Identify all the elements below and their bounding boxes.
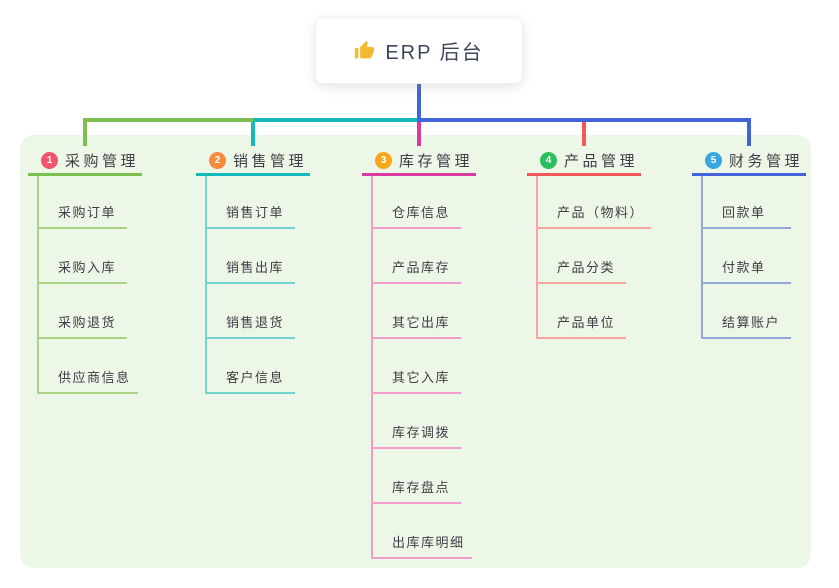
child-item-label: 产品分类 [557, 260, 616, 275]
connector-drop-3 [417, 118, 421, 146]
child-item-label: 客户信息 [226, 370, 285, 385]
child-item[interactable]: 产品库存 [373, 229, 461, 284]
child-item-label: 销售退货 [226, 315, 285, 330]
child-item-label: 其它出库 [392, 315, 451, 330]
branch-title-5[interactable]: 5 财务管理 [692, 147, 806, 176]
child-item-label: 库存调拨 [392, 425, 451, 440]
child-item-label: 产品库存 [392, 260, 451, 275]
child-item[interactable]: 销售退货 [207, 284, 295, 339]
child-item-label: 仓库信息 [392, 205, 451, 220]
branch-title-2[interactable]: 2 销售管理 [196, 147, 310, 176]
child-item-label: 结算账户 [722, 315, 781, 330]
child-item[interactable]: 付款单 [703, 229, 791, 284]
child-item[interactable]: 采购订单 [39, 176, 127, 229]
branches-background-panel [20, 135, 811, 568]
branch-column: 4 产品管理 产品（物料） 产品分类产品单位 [527, 147, 652, 339]
branch-label: 财务管理 [729, 152, 804, 170]
connector-horizontal-blue [417, 118, 751, 122]
branch-number-badge: 2 [209, 151, 226, 169]
child-item[interactable]: 产品单位 [538, 284, 626, 339]
child-item-label: 采购入库 [58, 260, 117, 275]
child-item[interactable]: 回款单 [703, 176, 791, 229]
branch-label: 销售管理 [233, 152, 308, 170]
branch-children: 仓库信息产品库存其它出库其它入库库存调拨库存盘点出库库明细 [371, 176, 472, 559]
connector-drop-5 [747, 118, 751, 146]
child-item-label: 回款单 [722, 205, 766, 220]
child-item-label: 其它入库 [392, 370, 451, 385]
connector-horizontal-teal [253, 118, 419, 122]
child-item[interactable]: 其它入库 [373, 339, 461, 394]
child-item[interactable]: 销售出库 [207, 229, 295, 284]
child-item-label: 库存盘点 [392, 480, 451, 495]
branch-number-badge: 1 [41, 151, 58, 169]
connector-drop-4 [582, 118, 586, 146]
connector-drop-2 [251, 118, 255, 146]
branch-number-badge: 3 [375, 151, 392, 169]
child-item[interactable]: 库存盘点 [373, 449, 461, 504]
root-connector-stem [417, 84, 421, 122]
child-item-label: 出库库明细 [392, 535, 465, 550]
child-item[interactable]: 结算账户 [703, 284, 791, 339]
branch-children: 销售订单销售出库销售退货客户信息 [205, 176, 295, 394]
child-item[interactable]: 供应商信息 [39, 339, 138, 394]
branch-label: 采购管理 [65, 152, 140, 170]
child-item[interactable]: 产品分类 [538, 229, 626, 284]
child-item-label: 产品单位 [557, 315, 616, 330]
child-item[interactable]: 产品（物料） [538, 176, 652, 229]
branch-title-4[interactable]: 4 产品管理 [527, 147, 641, 176]
branch-title-3[interactable]: 3 库存管理 [362, 147, 476, 176]
connector-drop-1 [83, 118, 87, 146]
branch-number-badge: 4 [540, 151, 557, 169]
child-item-label: 销售订单 [226, 205, 285, 220]
child-item-label: 供应商信息 [58, 370, 131, 385]
child-item-label: 采购退货 [58, 315, 117, 330]
child-item-label: 产品（物料） [557, 205, 645, 220]
root-node-label: ERP 后台 [385, 42, 484, 64]
child-item[interactable]: 其它出库 [373, 284, 461, 339]
child-item[interactable]: 采购入库 [39, 229, 127, 284]
branch-number-badge: 5 [705, 151, 722, 169]
branch-label: 库存管理 [399, 152, 474, 170]
thumbs-up-icon [355, 40, 375, 59]
branch-children: 回款单付款单结算账户 [701, 176, 791, 339]
child-item[interactable]: 客户信息 [207, 339, 295, 394]
branch-column: 1 采购管理 采购订单采购入库采购退货供应商信息 [28, 147, 142, 394]
child-item[interactable]: 采购退货 [39, 284, 127, 339]
child-item[interactable]: 销售订单 [207, 176, 295, 229]
branch-column: 3 库存管理 仓库信息产品库存其它出库其它入库库存调拨库存盘点出库库明细 [362, 147, 476, 559]
branch-column: 5 财务管理 回款单付款单结算账户 [692, 147, 806, 339]
child-item-label: 销售出库 [226, 260, 285, 275]
child-item[interactable]: 仓库信息 [373, 176, 461, 229]
root-node[interactable]: ERP 后台 [315, 17, 523, 84]
branch-column: 2 销售管理 销售订单销售出库销售退货客户信息 [196, 147, 310, 394]
branch-title-1[interactable]: 1 采购管理 [28, 147, 142, 176]
branch-children: 采购订单采购入库采购退货供应商信息 [37, 176, 138, 394]
child-item[interactable]: 库存调拨 [373, 394, 461, 449]
branch-children: 产品（物料） 产品分类产品单位 [536, 176, 652, 339]
child-item[interactable]: 出库库明细 [373, 504, 472, 559]
branch-label: 产品管理 [564, 152, 639, 170]
child-item-label: 采购订单 [58, 205, 117, 220]
child-item-label: 付款单 [722, 260, 766, 275]
connector-horizontal-green [83, 118, 253, 122]
